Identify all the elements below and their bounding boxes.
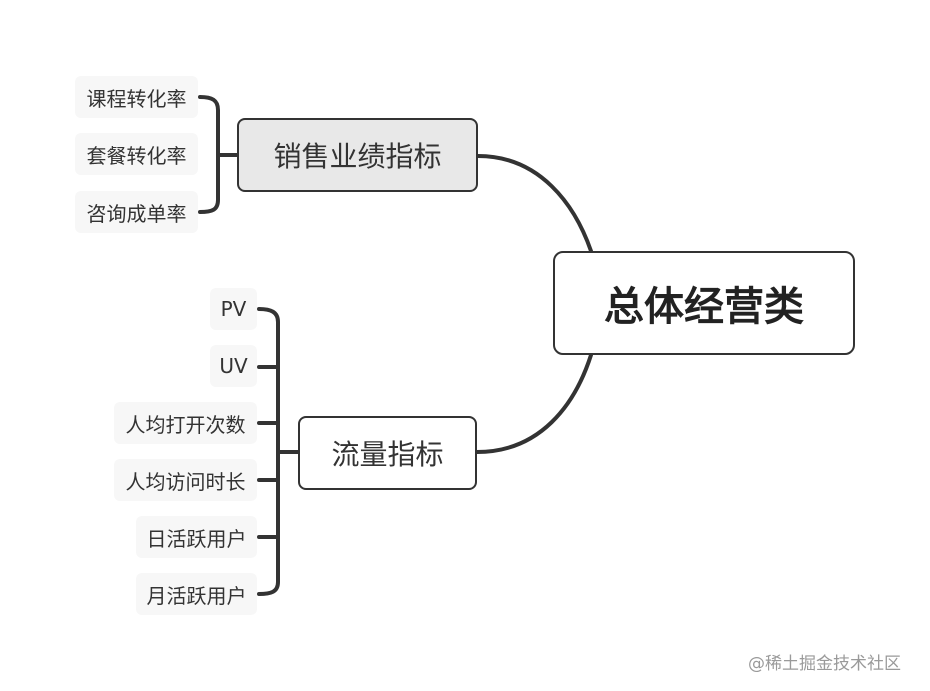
- subtopic-monthly-active-users[interactable]: 月活跃用户: [136, 573, 257, 615]
- subtopic-course-conversion[interactable]: 课程转化率: [75, 76, 198, 118]
- topic-label: 流量指标: [331, 438, 444, 471]
- bracket-sales: [198, 95, 239, 214]
- subtopic-label: 人均打开次数: [125, 412, 246, 437]
- subtopic-label: 套餐转化率: [86, 143, 187, 168]
- subtopic-label: PV: [220, 297, 247, 321]
- topic-traffic[interactable]: 流量指标: [298, 416, 477, 490]
- subtopic-pv[interactable]: PV: [210, 288, 257, 330]
- root-label: 总体经营类: [604, 284, 804, 330]
- subtopic-label: UV: [219, 354, 248, 378]
- subtopic-uv[interactable]: UV: [210, 345, 257, 387]
- topic-label: 销售业绩指标: [273, 140, 442, 173]
- subtopic-daily-active-users[interactable]: 日活跃用户: [136, 516, 257, 558]
- subtopic-label: 日活跃用户: [146, 526, 247, 551]
- subtopic-avg-visit-duration[interactable]: 人均访问时长: [114, 459, 257, 501]
- topic-sales-performance[interactable]: 销售业绩指标: [237, 118, 478, 192]
- subtopic-label: 课程转化率: [86, 86, 187, 111]
- connector-root-to-sales: [476, 154, 593, 253]
- subtopic-label: 咨询成单率: [86, 201, 187, 226]
- root-node[interactable]: 总体经营类: [553, 251, 855, 355]
- connector-root-to-traffic: [475, 353, 593, 454]
- subtopic-label: 月活跃用户: [146, 583, 247, 608]
- subtopic-avg-opens[interactable]: 人均打开次数: [114, 402, 257, 444]
- watermark: @稀土掘金技术社区: [748, 653, 901, 674]
- subtopic-consult-deal-rate[interactable]: 咨询成单率: [75, 191, 198, 233]
- subtopic-label: 人均访问时长: [125, 469, 246, 494]
- bracket-traffic: [257, 307, 300, 596]
- subtopic-package-conversion[interactable]: 套餐转化率: [75, 133, 198, 175]
